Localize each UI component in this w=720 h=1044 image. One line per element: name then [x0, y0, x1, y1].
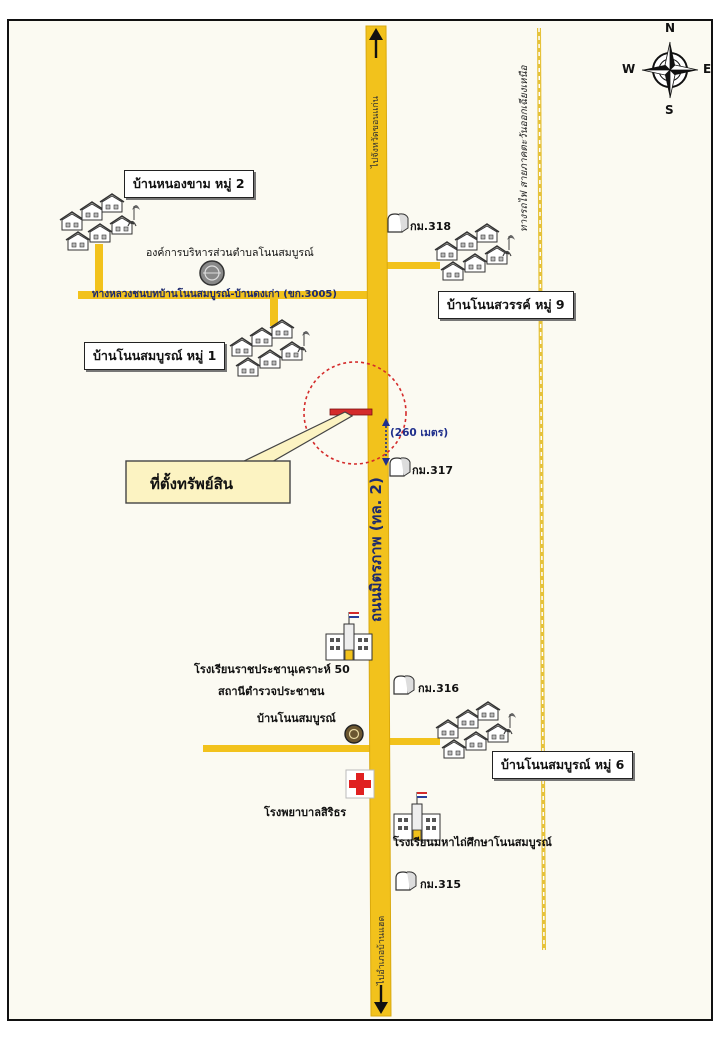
south-destination-label: ไปอำเภอบ้านแฮด — [377, 915, 387, 985]
property-label: ที่ตั้งทรัพย์สิน — [150, 475, 233, 493]
village-label-non-somboon-6: บ้านโนนสมบูรณ์ หมู่ 6 — [492, 751, 634, 779]
km-post-icon-316 — [393, 675, 415, 695]
compass-icon — [641, 41, 699, 99]
sao-label: องค์การบริหารส่วนตำบลโนนสมบูรณ์ — [146, 247, 314, 259]
village-label-non-sawan: บ้านโนนสวรรค์ หมู่ 9 — [438, 291, 574, 319]
road-to-non-somboon-1 — [270, 298, 278, 326]
north-arrow-icon — [369, 28, 383, 58]
rural-road-label: ทางหลวงชนบทบ้านโนนสมบูรณ์-บ้านดงเก่า (ขก… — [92, 289, 337, 300]
side-road-west — [203, 745, 378, 752]
compass-e: E — [703, 62, 712, 76]
distance-label: (260 เมตร) — [390, 427, 449, 439]
rural-road — [78, 291, 378, 299]
north-destination-label: ไปจังหวัดขอนแก่น — [371, 96, 381, 168]
hospital-label: โรงพยาบาลสิริธร — [264, 806, 347, 819]
property-callout-box — [125, 460, 291, 504]
km-label-318: กม.318 — [410, 220, 452, 233]
police-label-line1: สถานีตำรวจประชาชน — [218, 685, 325, 698]
property-marker — [329, 408, 373, 416]
km-label-315: กม.315 — [420, 878, 462, 891]
main-highway — [365, 25, 392, 1017]
road-to-non-somboon-6 — [380, 738, 440, 745]
map-background — [7, 19, 713, 1021]
railway-label: ทางรถไฟ สายภาคตะวันออกเฉียงเหนือ — [519, 65, 530, 232]
property-highlight-circle — [303, 361, 407, 465]
road-to-non-sawan — [380, 262, 440, 269]
km-label-316: กม.316 — [418, 682, 460, 695]
village-label-non-somboon-1: บ้านโนนสมบูรณ์ หมู่ 1 — [84, 342, 226, 370]
distance-arrow-icon — [382, 418, 390, 466]
hospital-icon — [345, 769, 375, 799]
railway-line — [537, 27, 546, 951]
village-label-nong-kham: บ้านหนองขาม หมู่ 2 — [124, 170, 254, 198]
compass-w: W — [622, 62, 636, 76]
km-label-317: กม.317 — [412, 464, 454, 477]
police-emblem-icon — [344, 724, 364, 744]
sao-emblem-icon — [199, 260, 225, 286]
police-label-line2: บ้านโนนสมบูรณ์ — [257, 712, 336, 725]
school-50-label: โรงเรียนราชประชานุเคราะห์ 50 — [194, 663, 350, 676]
km-post-icon-318 — [387, 213, 409, 233]
south-arrow-icon — [374, 985, 388, 1014]
road-to-nong-kham — [95, 244, 103, 294]
compass-s: S — [665, 103, 674, 117]
main-road-label: ถนนมิตรภาพ (ทล. 2) — [367, 477, 385, 622]
km-post-icon-317 — [389, 457, 411, 477]
high-school-label: โรงเรียนมหาไถ่ศึกษาโนนสมบูรณ์ — [393, 836, 552, 849]
km-post-icon-315 — [395, 871, 417, 891]
compass-n: N — [665, 21, 676, 35]
